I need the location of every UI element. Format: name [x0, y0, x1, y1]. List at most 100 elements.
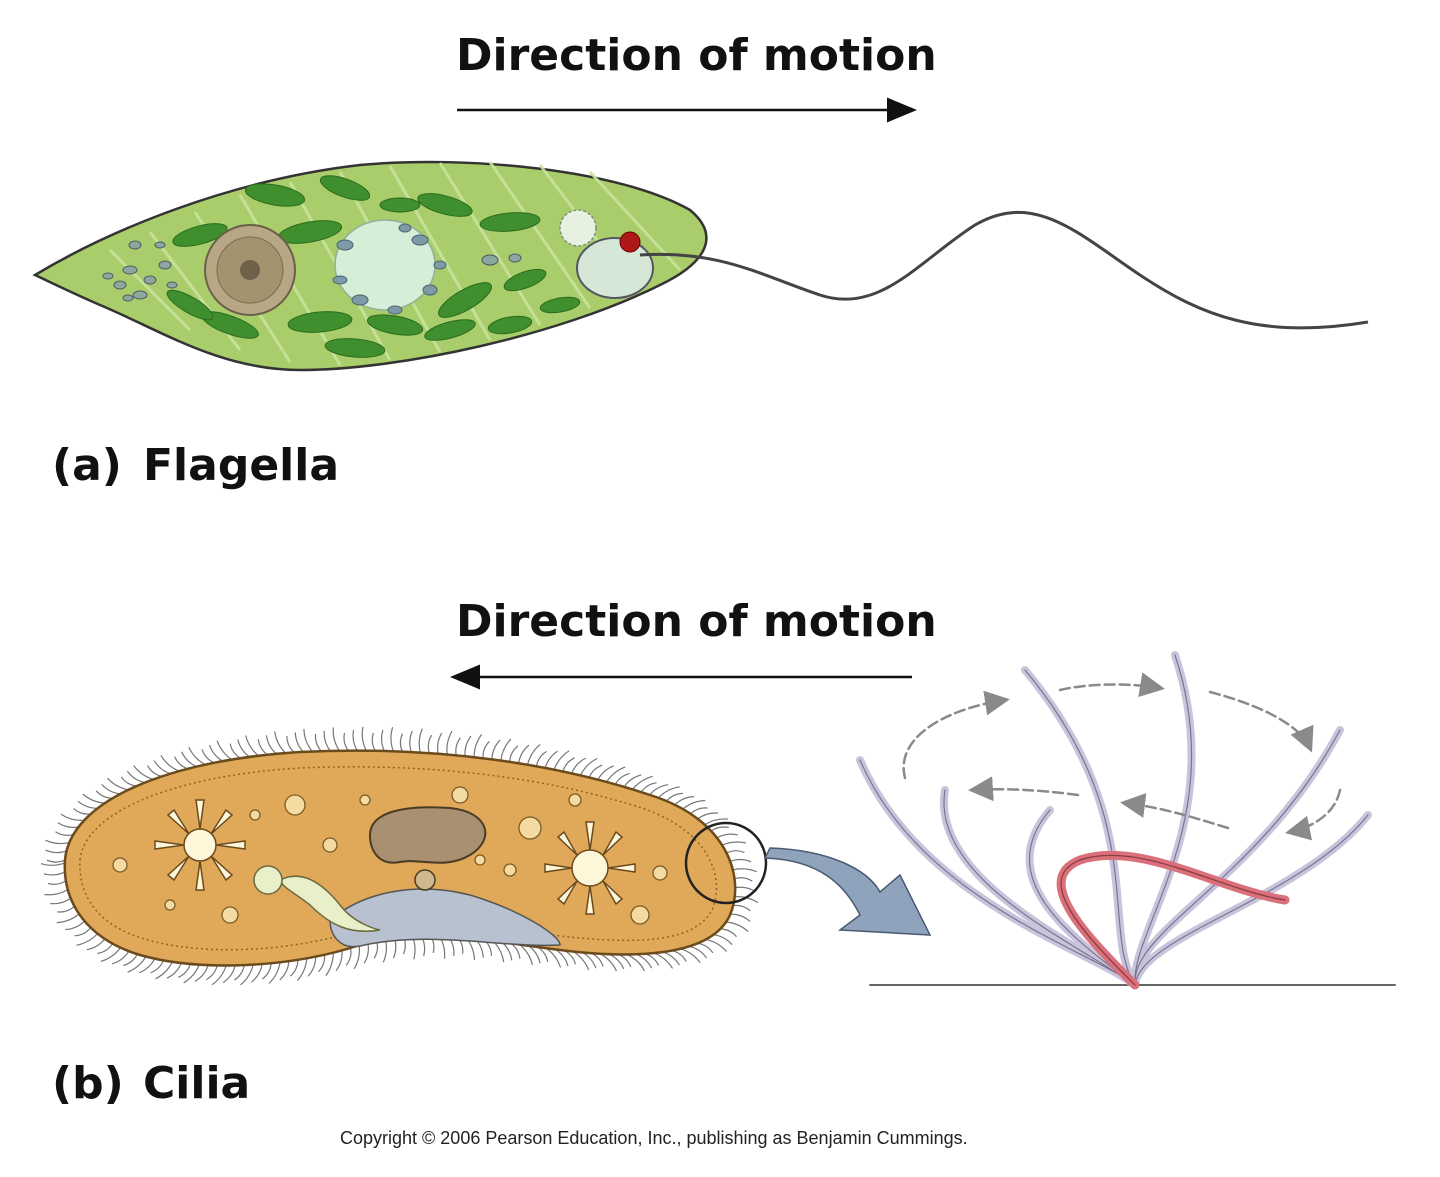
- cilium-fringe: [95, 790, 113, 799]
- cilium-fringe: [682, 799, 706, 810]
- cilium-fringe: [704, 818, 729, 826]
- panel-letter-b: (b): [52, 1058, 124, 1109]
- cilium-fringe: [343, 732, 349, 751]
- cilium-fringe: [689, 945, 708, 959]
- cilium-fringe: [361, 726, 367, 751]
- cilium-fringe: [318, 954, 326, 973]
- cilium-fringe: [107, 777, 129, 791]
- cilium-fringe: [526, 743, 541, 765]
- cilium-fringe: [716, 833, 738, 839]
- cilium-fringe: [640, 782, 657, 793]
- cilium-fringe: [155, 961, 173, 980]
- cilium-fringe: [160, 755, 180, 772]
- motion-label-a: Direction of motion: [456, 30, 937, 81]
- cilium-fringe: [57, 822, 79, 829]
- cilium-fringe: [45, 849, 67, 854]
- cilium-fringe: [297, 958, 308, 981]
- cilium-fringe: [150, 960, 165, 974]
- cilium-fringe: [240, 964, 254, 986]
- cilium-fringe: [352, 729, 358, 751]
- cilium-fringe: [127, 956, 147, 973]
- cilium-fringe: [562, 757, 575, 772]
- cilium-fringe: [729, 858, 752, 863]
- cilium-fringe: [674, 796, 695, 806]
- cilium-fringe: [732, 868, 757, 873]
- euglena-cell: [32, 160, 1369, 372]
- cilium-fringe: [735, 886, 757, 893]
- cilium-fringe: [690, 807, 708, 815]
- cilium-fringe: [229, 743, 242, 759]
- cilium-fringe: [399, 733, 404, 752]
- contractile-vacuole-left: [154, 799, 246, 891]
- cilium-fringe: [211, 965, 227, 986]
- cilium-fringe: [73, 808, 91, 815]
- cilium-fringe: [279, 961, 290, 981]
- cilium-fringe: [133, 765, 154, 780]
- cilium-fringe: [47, 880, 67, 885]
- cilium-fringe: [509, 745, 519, 762]
- cilium-fringe: [325, 952, 334, 976]
- callout-arrow: [763, 847, 932, 936]
- cilium-fringe: [705, 938, 727, 952]
- cilium-fringe: [222, 965, 236, 984]
- cilium-fringe: [697, 812, 719, 820]
- cilium-fringe: [194, 964, 209, 982]
- cilium-fringe: [303, 728, 313, 752]
- cilium-fringe: [216, 740, 233, 761]
- cilium-fringe: [726, 850, 745, 854]
- cilium-fringe: [74, 927, 92, 937]
- cilium-fringe: [721, 841, 747, 846]
- cilium-fringe: [181, 751, 197, 768]
- cilium-fringe: [617, 953, 632, 968]
- cilium-fringe: [138, 958, 156, 974]
- cilium-fringe: [44, 889, 69, 896]
- cilium-fringe: [40, 862, 66, 866]
- cilium-fringe: [43, 871, 66, 876]
- cilium-fringe: [390, 727, 394, 752]
- cilium-fringe: [82, 793, 106, 804]
- cilium-fringe: [166, 962, 182, 979]
- cilium-fringe: [76, 933, 98, 946]
- cilium-fringe: [314, 733, 322, 752]
- cilium-fringe: [528, 945, 541, 964]
- cilium-fringe: [733, 904, 751, 912]
- motion-label-b: Direction of motion: [456, 596, 937, 647]
- cilium-fringe: [188, 746, 206, 766]
- copyright-notice: Copyright © 2006 Pearson Education, Inc.…: [340, 1128, 968, 1148]
- cilium-fringe: [100, 947, 121, 962]
- contractile-vacuole-right: [544, 821, 636, 915]
- cilium-fringe: [97, 943, 114, 955]
- cilium-fringe: [46, 859, 66, 863]
- cilium-fringe: [553, 750, 570, 770]
- cilium-fringe: [680, 948, 701, 964]
- cilium-fringe: [77, 800, 98, 809]
- cilium-fringe: [500, 738, 512, 761]
- cilium-fringe: [657, 786, 680, 799]
- cilium-fringe: [183, 964, 200, 984]
- cilium-fringe: [644, 953, 660, 966]
- cilium-fringe: [262, 963, 272, 980]
- cilium-fringe: [274, 731, 286, 754]
- cilium-fringe: [491, 739, 501, 760]
- cilium-fringe: [289, 959, 299, 977]
- cilium-fringe: [710, 826, 729, 832]
- cilium-fringe: [713, 934, 733, 946]
- cilium-fringe: [579, 757, 598, 776]
- cilium-fringe: [597, 765, 614, 780]
- cilium-fringe: [265, 735, 277, 755]
- cilium-fringe: [734, 877, 753, 882]
- cilium-fringe: [153, 760, 171, 775]
- cilium-fringe: [335, 950, 343, 971]
- cilium-fringe: [50, 897, 72, 905]
- cilium-fringe: [606, 766, 626, 783]
- cilium-fringe: [178, 963, 191, 978]
- cilium-fringe: [86, 938, 106, 951]
- cilium-fringe: [208, 744, 224, 762]
- cilium-fringe: [473, 734, 483, 758]
- cilium-fringe: [671, 950, 687, 962]
- cilium-fringe: [482, 740, 490, 759]
- cilium-fringe: [614, 773, 630, 785]
- cilium-fringe: [205, 965, 218, 981]
- cilium-fringe: [371, 732, 376, 752]
- cilium-fringe: [588, 764, 603, 778]
